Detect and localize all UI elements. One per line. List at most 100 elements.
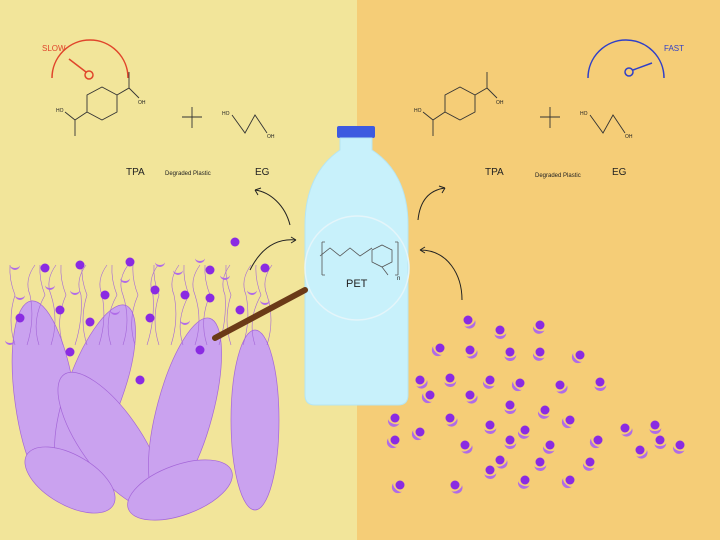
flagellum (146, 264, 159, 346)
right-background (357, 0, 720, 540)
left-caption: Degraded Plastic (165, 171, 211, 177)
right-caption: Degraded Plastic (535, 173, 581, 179)
enzyme-dot (465, 390, 475, 400)
atom-label: HO (56, 108, 64, 114)
enzyme-crescent (70, 290, 80, 295)
enzyme-dot (535, 320, 545, 330)
enzyme-dot (495, 455, 505, 465)
flagellum (242, 264, 252, 346)
enzyme-dot (505, 347, 515, 357)
enzyme-dot (545, 440, 555, 450)
bond (486, 87, 498, 99)
flagellum (264, 264, 273, 346)
enzyme-dot (565, 475, 575, 485)
atom-label: HO (414, 108, 422, 114)
enzyme-crescent (446, 417, 458, 427)
atom-label: OH (625, 134, 633, 140)
flagellum (107, 264, 118, 346)
atom-label: HO (222, 111, 230, 117)
eg-chain (231, 114, 268, 134)
enzyme-dot (205, 265, 215, 275)
enzyme-dot (593, 435, 603, 445)
enzyme-crescent (155, 262, 165, 267)
enzyme-dot (520, 425, 530, 435)
enzyme-crescent (451, 484, 463, 494)
bacterium (230, 329, 280, 511)
enzyme-crescent (466, 349, 478, 359)
enzyme-dot (100, 290, 110, 300)
enzyme-dot (485, 420, 495, 430)
enzyme-dot (595, 377, 605, 387)
enzyme-dot (15, 313, 25, 323)
enzyme-dot (40, 263, 50, 273)
enzyme-dot (125, 257, 135, 267)
left-eg-label: EG (255, 167, 270, 178)
bottle-cap (337, 126, 375, 138)
enzyme-dot (445, 413, 455, 423)
enzyme-crescent (654, 442, 667, 449)
flagellum (131, 264, 139, 346)
enzyme-crescent (411, 429, 423, 441)
enzyme-dot (135, 375, 145, 385)
bacterium (127, 459, 233, 521)
enzyme-dot (495, 325, 505, 335)
enzyme-dot (465, 345, 475, 355)
pet-label: PET (346, 278, 368, 290)
atom-label: OH (496, 100, 504, 106)
bond (422, 111, 434, 121)
enzyme-crescent (582, 462, 595, 471)
atom-label: OH (267, 134, 275, 140)
enzyme-crescent (556, 384, 568, 394)
enzyme-dot (145, 313, 155, 323)
enzyme-dot (230, 237, 240, 247)
enzyme-crescent (464, 319, 476, 329)
enzyme-crescent (561, 477, 573, 489)
arrow-right-in (419, 249, 463, 301)
enzyme-crescent (649, 427, 662, 434)
enzyme-dot (585, 457, 595, 467)
enzyme-dot (650, 420, 660, 430)
enzyme-crescent (537, 410, 550, 419)
enzyme-particles (5, 237, 685, 494)
enzyme-crescent (180, 320, 190, 325)
enzyme-dot (535, 457, 545, 467)
enzyme-dot (415, 375, 425, 385)
right-tpa-label: TPA (485, 167, 504, 178)
slow-gauge-icon (51, 39, 129, 80)
arrow-left-in (249, 239, 297, 271)
enzyme-dot (655, 435, 665, 445)
enzyme-dot (205, 293, 215, 303)
enzyme-crescent (589, 437, 601, 449)
enzyme-crescent (260, 300, 270, 305)
enzyme-dot (555, 380, 565, 390)
enzyme-dot (675, 440, 685, 450)
enzyme-crescent (482, 380, 495, 389)
slow-label: SLOW (42, 44, 66, 53)
bacteria-cluster (9, 264, 280, 521)
arrow-left-up (254, 189, 291, 226)
fast-gauge-icon (587, 39, 665, 79)
enzyme-crescent (494, 332, 507, 339)
enzyme-crescent (416, 379, 428, 389)
enzyme-dot (620, 423, 630, 433)
enzyme-dot (505, 400, 515, 410)
enzyme-dot (540, 405, 550, 415)
flagellum (59, 264, 67, 346)
enzyme-dot (395, 480, 405, 490)
enzyme-dot (575, 350, 585, 360)
enzyme-dot (390, 413, 400, 423)
enzyme-dot (505, 435, 515, 445)
bacterium (24, 446, 116, 514)
enzyme-crescent (504, 407, 517, 414)
flagellum (218, 264, 231, 346)
enzyme-dot (235, 305, 245, 315)
enzyme-crescent (461, 444, 473, 454)
enzyme-dot (535, 347, 545, 357)
enzyme-dot (195, 345, 205, 355)
arrow-right-up (417, 187, 446, 221)
enzyme-crescent (532, 325, 545, 334)
enzyme-dot (463, 315, 473, 325)
enzyme-crescent (110, 310, 120, 315)
